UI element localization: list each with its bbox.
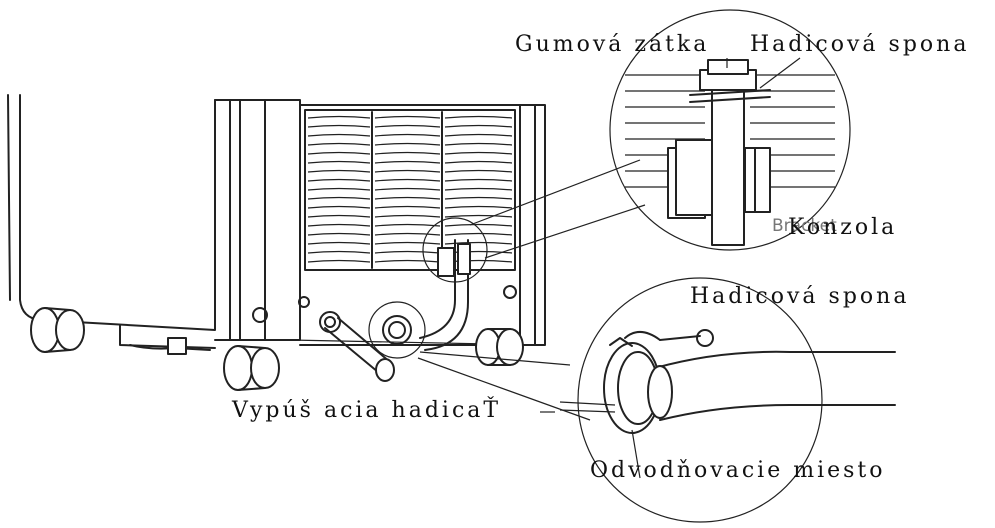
hose-upper-edge [424, 239, 469, 351]
grille-slat [307, 169, 371, 173]
grille-slat [307, 259, 371, 263]
grille-slat [307, 205, 371, 209]
grille-slat [307, 160, 371, 164]
grille-slat [374, 187, 441, 191]
grille-slat [307, 142, 371, 146]
unit-body [7, 94, 546, 349]
bracket-small-2 [457, 243, 471, 275]
grille-slat [374, 223, 441, 227]
grille-slat [307, 115, 371, 119]
grille-slat [374, 259, 441, 263]
detail-circle-bracket [422, 217, 488, 283]
grille-slat [374, 214, 441, 218]
grille-slat [307, 124, 371, 128]
grille-slat [307, 250, 371, 254]
grille-slat [444, 160, 513, 164]
grille-slat [307, 214, 371, 218]
grille-slat [307, 241, 371, 245]
grille-slat [307, 151, 371, 155]
wheel-front-left [30, 307, 85, 353]
magnified-clamp [559, 277, 896, 523]
grille-slat [307, 133, 371, 137]
port-right [503, 285, 517, 299]
grille-slat [444, 115, 513, 119]
grille-slat [444, 241, 513, 245]
grille-slat [307, 223, 371, 227]
bracket-small [437, 247, 455, 277]
grille-slat [307, 187, 371, 191]
wheel-front-right [223, 345, 280, 391]
label-drain-point: Odvodňovacie miesto [590, 458, 886, 483]
magnified-bracket [609, 9, 851, 251]
grille-slat [444, 223, 513, 227]
grille-slat [374, 124, 441, 128]
port-left [298, 296, 310, 308]
grille-slat [444, 232, 513, 236]
grille-slat [374, 151, 441, 155]
grille-slat [444, 187, 513, 191]
grille-slat [307, 196, 371, 200]
grille-slat [444, 142, 513, 146]
leader-bracket-top [469, 159, 641, 226]
grille-slat [374, 169, 441, 173]
label-hose-clamp-bottom: Hadicová spona [690, 284, 910, 309]
hose-upper [419, 239, 456, 339]
grille-slat [444, 205, 513, 209]
label-drain-hose: Vypúš acia hadicaŤ [232, 398, 502, 423]
grille-slat [374, 115, 441, 119]
grille-slat [444, 169, 513, 173]
grille-slat [444, 214, 513, 218]
leader-bracket-bottom [484, 204, 646, 259]
grille-slat [444, 124, 513, 128]
grille-slat [374, 178, 441, 182]
grille-slat [374, 196, 441, 200]
grille-slat [444, 133, 513, 137]
label-hose-clamp-top: Hadicová spona [750, 32, 970, 57]
grille-slat [444, 178, 513, 182]
grille-slat [374, 133, 441, 137]
grille-slat [374, 250, 441, 254]
grille-slat [374, 205, 441, 209]
clamp-small [382, 315, 412, 345]
grille-slat [374, 232, 441, 236]
wheel-rear [475, 328, 524, 366]
label-rubber-plug: Gumová zátka [515, 32, 710, 57]
label-bracket-ghost: Bracket [772, 216, 837, 236]
grille-slat [374, 160, 441, 164]
plug [167, 337, 187, 355]
grille-slat [374, 241, 441, 245]
grille-slat [307, 178, 371, 182]
grille-slat [444, 196, 513, 200]
filter-grille [304, 109, 516, 271]
leader-clamp-top [419, 351, 571, 366]
detail-circle-clamp [368, 301, 426, 359]
grille-slat [307, 232, 371, 236]
grille-slat [374, 142, 441, 146]
label-bracket: Konzola [788, 215, 898, 240]
grille-slat [444, 151, 513, 155]
drain-outlet [319, 311, 395, 382]
screw [252, 307, 268, 323]
